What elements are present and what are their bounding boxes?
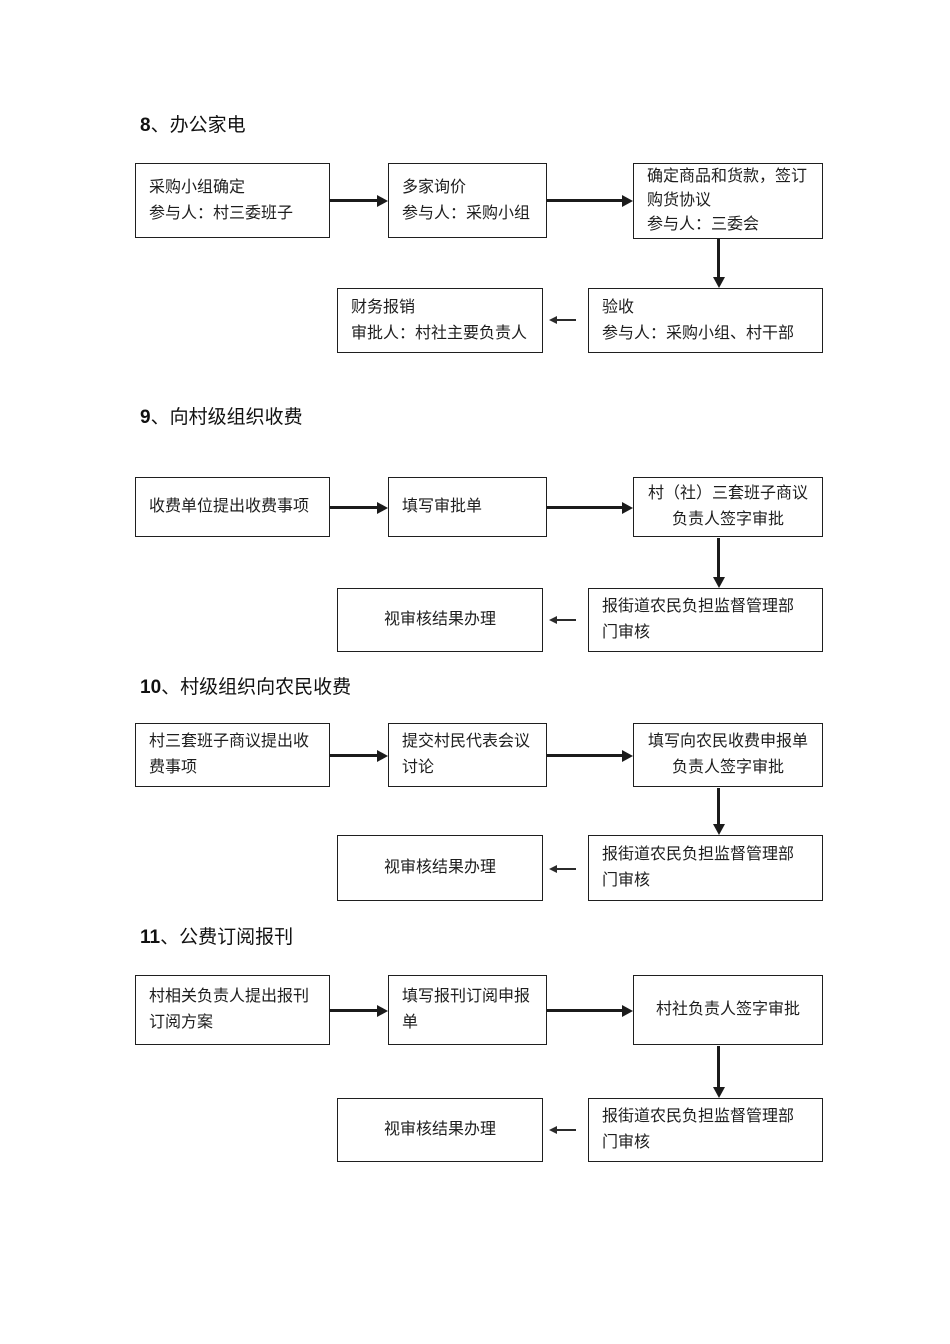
arrow-left-icon [549, 1125, 576, 1135]
s10-step1-box: 村三套班子商议提出收 费事项 [135, 723, 330, 787]
arrow-right-icon [547, 749, 633, 762]
arrow-left-icon [549, 864, 576, 874]
s11-step3-box: 村社负责人签字审批 [633, 975, 823, 1045]
s11-step4-box: 报街道农民负担监督管理部 门审核 [588, 1098, 823, 1162]
arrow-right-icon [330, 501, 388, 514]
arrow-right-icon [547, 501, 633, 514]
s8-step3-box: 确定商品和货款，签订 购货协议 参与人：三委会 [633, 163, 823, 239]
arrow-down-icon [712, 788, 725, 835]
s8-step1-box: 采购小组确定 参与人：村三委班子 [135, 163, 330, 238]
arrow-left-icon [549, 615, 576, 625]
s8-step5-box: 财务报销 审批人：村社主要负责人 [337, 288, 543, 353]
arrow-right-icon [330, 749, 388, 762]
s9-step3-box: 村（社）三套班子商议 负责人签字审批 [633, 477, 823, 537]
section-11-number: 11 [140, 927, 161, 948]
arrow-right-icon [547, 194, 633, 207]
arrow-down-icon [712, 239, 725, 288]
s10-step2-box: 提交村民代表会议 讨论 [388, 723, 547, 787]
s9-step4-box: 报街道农民负担监督管理部 门审核 [588, 588, 823, 652]
section-10-title: 村级组织向农民收费 [180, 677, 352, 698]
section-8-delimiter: 、 [150, 115, 170, 136]
arrow-down-icon [712, 538, 725, 588]
s11-step5-box: 视审核结果办理 [337, 1098, 543, 1162]
s10-step4-box: 报街道农民负担监督管理部 门审核 [588, 835, 823, 901]
arrow-down-icon [712, 1046, 725, 1098]
s8-step4-box: 验收 参与人：采购小组、村干部 [588, 288, 823, 353]
s11-step1-box: 村相关负责人提出报刊 订阅方案 [135, 975, 330, 1045]
section-11-heading: 11、公费订阅报刊 [140, 922, 293, 949]
s9-step1-box: 收费单位提出收费事项 [135, 477, 330, 537]
section-9-delimiter: 、 [150, 407, 170, 428]
s8-step2-box: 多家询价 参与人：采购小组 [388, 163, 547, 238]
section-10-number: 10 [140, 677, 162, 698]
section-11-title: 公费订阅报刊 [179, 927, 294, 948]
arrow-right-icon [547, 1004, 633, 1017]
s9-step5-box: 视审核结果办理 [337, 588, 543, 652]
arrow-right-icon [330, 1004, 388, 1017]
section-8-heading: 8、办公家电 [140, 110, 246, 137]
s11-step2-box: 填写报刊订阅申报 单 [388, 975, 547, 1045]
section-11-delimiter: 、 [160, 927, 180, 948]
arrow-left-icon [549, 315, 576, 325]
section-9-title: 向村级组织收费 [169, 407, 303, 428]
section-10-delimiter: 、 [161, 677, 181, 698]
s10-step3-box: 填写向农民收费申报单 负责人签字审批 [633, 723, 823, 787]
section-9-number: 9 [140, 407, 151, 428]
arrow-right-icon [330, 194, 388, 207]
section-9-heading: 9、向村级组织收费 [140, 402, 303, 429]
section-10-heading: 10、村级组织向农民收费 [140, 672, 351, 699]
s9-step2-box: 填写审批单 [388, 477, 547, 537]
section-8-title: 办公家电 [169, 115, 246, 136]
s10-step5-box: 视审核结果办理 [337, 835, 543, 901]
section-8-number: 8 [140, 115, 151, 136]
